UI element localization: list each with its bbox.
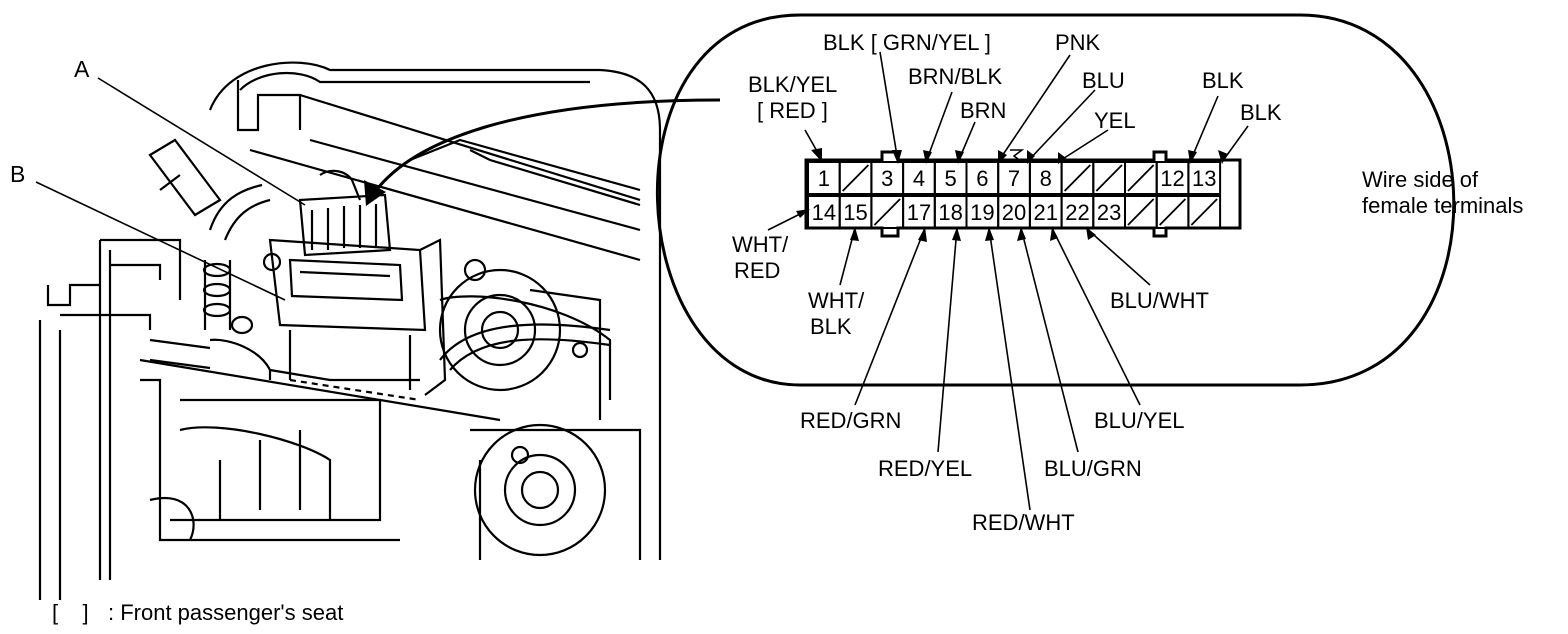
side-label-line1: Wire side of (1362, 167, 1479, 192)
terminal-number: 3 (881, 166, 893, 191)
side-label-line2: female terminals (1362, 193, 1523, 218)
unused-terminal-slash (1095, 164, 1123, 192)
terminal-mark (1010, 149, 1025, 163)
wire-pin21: BLU/YEL (1094, 408, 1185, 433)
callout-b-label: B (10, 161, 25, 187)
wire-pin15-line2: BLK (810, 314, 852, 339)
legend-bracket: [ ] (52, 600, 89, 625)
terminal-number: 23 (1097, 200, 1121, 225)
wire-pin20: BLU/GRN (1044, 456, 1142, 481)
wire-pin8: YEL (1094, 108, 1136, 133)
unused-terminal-slash (1063, 164, 1091, 192)
terminal-cell (1187, 161, 1222, 195)
zoom-arrow-head (364, 180, 386, 206)
unused-terminal-slash (1127, 164, 1155, 192)
wire-pin19: RED/WHT (972, 510, 1075, 535)
wire-pin7: BLU (1082, 68, 1125, 93)
wire-pin17: RED/GRN (800, 408, 901, 433)
wire-pin14-line1: WHT/ (732, 232, 789, 257)
terminal-number: 12 (1160, 166, 1184, 191)
unused-terminal-slash (842, 164, 870, 192)
terminal-number: 13 (1192, 166, 1216, 191)
terminal-number: 18 (938, 200, 962, 225)
terminal-number: 5 (945, 166, 957, 191)
wire-pin3: BLK [ GRN/YEL ] (823, 30, 991, 55)
terminal-number: 4 (913, 166, 925, 191)
wire-pin12: BLK (1202, 68, 1244, 93)
callout-a-leader (97, 77, 306, 206)
terminal-number: 22 (1065, 200, 1089, 225)
terminal-number: 20 (1002, 200, 1026, 225)
callout-a-label: A (74, 56, 90, 82)
zoom-oval (656, 13, 1456, 387)
terminal-cell (1187, 195, 1222, 229)
wire-pin18: RED/YEL (878, 456, 972, 481)
legend-text: : Front passenger's seat (108, 600, 343, 625)
wire-pin22: BLU/WHT (1110, 288, 1209, 313)
terminal-number: 7 (1008, 166, 1020, 191)
callout-b-leader (35, 181, 286, 301)
terminal-number: 19 (970, 200, 994, 225)
wire-pin5: BRN (960, 98, 1006, 123)
wire-pin6: PNK (1055, 30, 1101, 55)
terminal-number: 14 (812, 200, 836, 225)
unused-terminal-slash (1159, 198, 1187, 226)
wire-pin15-line1: WHT/ (808, 288, 865, 313)
terminal-number: 8 (1040, 166, 1052, 191)
terminal-number: 15 (843, 200, 867, 225)
unused-terminal-slash (1127, 198, 1155, 226)
wire-pin13: BLK (1240, 100, 1282, 125)
wire-pin1-line1: BLK/YEL (748, 72, 837, 97)
terminal-number: 1 (818, 166, 830, 191)
wire-pin1-line2: [ RED ] (757, 98, 828, 123)
unused-terminal-slash (1190, 198, 1218, 226)
seat-illustration (38, 61, 662, 600)
terminal-number: 21 (1034, 200, 1058, 225)
zoom-arrow (370, 98, 721, 197)
wire-pin4: BRN/BLK (908, 64, 1002, 89)
unused-terminal-slash (873, 198, 901, 226)
wire-pin14-line2: RED (734, 258, 780, 283)
terminal-number: 17 (907, 200, 931, 225)
wire-arrowheads (796, 148, 1228, 242)
wire-leaders (767, 51, 1249, 511)
terminal-number: 6 (976, 166, 988, 191)
